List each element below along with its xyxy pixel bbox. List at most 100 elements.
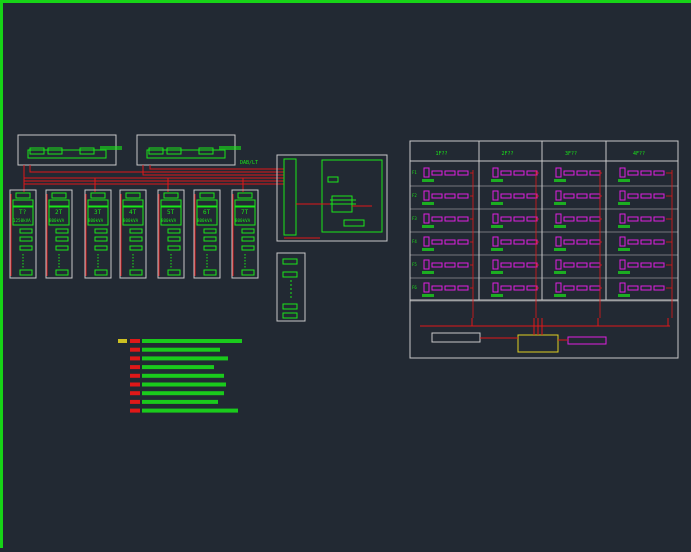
floor-column-header: 4F?? [633,151,645,157]
breaker-icon [423,213,430,224]
breaker-icon [203,228,217,234]
note-heading [118,339,127,343]
breaker-icon [19,245,33,251]
row-tag: F3 [412,216,417,221]
floor-distribution-box [422,190,473,205]
bus-label: DAB/LT [240,160,258,166]
transformer-icon [87,206,109,226]
floor-distribution-box [422,282,473,297]
breaker-icon [203,245,217,251]
note-bullet [130,356,140,361]
breaker-icon [129,236,143,242]
note-bullet [130,373,140,378]
breaker-icon [619,282,626,293]
breaker-icon [555,167,562,178]
transformer-icon [160,206,182,226]
breaker-icon [423,167,430,178]
breaker-icon [129,228,143,234]
transformer-icon [122,206,144,226]
note-bullet [130,408,140,413]
breaker-icon [423,236,430,247]
breaker-icon [241,236,255,242]
hv-incoming-panel-1 [17,134,122,166]
floor-column-header: 1F?? [436,151,448,157]
floor-distribution-box [491,259,539,274]
breaker-icon [241,228,255,234]
floor-distribution-box [618,282,672,297]
note-bullet [130,399,140,404]
floor-distribution-box [422,167,473,182]
breaker-icon [94,245,108,251]
breaker-icon [423,259,430,270]
breaker-icon [492,190,499,201]
breaker-icon [203,236,217,242]
note-text-line [142,382,226,387]
breaker-icon [492,167,499,178]
breaker-icon [619,259,626,270]
lv-cabinet: T?1250kVA [9,189,37,279]
breaker-icon [619,213,626,224]
floor-distribution-box [491,236,539,251]
floor-distribution-box [554,236,602,251]
transformer-icon [12,206,34,226]
note-text-line [142,347,220,352]
floor-distribution-box [554,167,602,182]
breaker-icon [619,167,626,178]
breaker-icon [19,236,33,242]
hv-incoming-panel-2 [136,134,241,166]
row-tag: F4 [412,239,417,244]
grid-feeder-section [420,318,670,353]
floor-distribution-box [422,213,473,228]
transformer-icon [48,206,70,226]
note-bullet [130,339,140,343]
drawing-notes [118,339,242,413]
note-text-line [142,373,224,378]
floor-distribution-box [491,167,539,182]
breaker-icon [55,245,69,251]
floor-distribution-box [618,236,672,251]
breaker-icon [167,228,181,234]
transformer-icon [234,206,256,226]
breaker-icon [167,245,181,251]
breaker-icon [492,213,499,224]
cabinet-rating: 800kVA [88,218,104,223]
note-bullet [130,391,140,396]
breaker-icon [55,228,69,234]
breaker-icon [555,282,562,293]
breaker-icon [423,190,430,201]
floor-distribution-box [618,213,672,228]
breaker-icon [555,236,562,247]
breaker-icon [492,259,499,270]
aux-panel [276,252,306,322]
floor-distribution-box [491,213,539,228]
breaker-icon [129,245,143,251]
row-tag: F6 [412,285,417,290]
floor-distribution-box [491,190,539,205]
floor-distribution-box [618,190,672,205]
floor-distribution-box [554,213,602,228]
hv-feeder-buses [23,165,284,192]
breaker-icon [94,228,108,234]
cabinet-tag: 4T [129,209,137,216]
breaker-icon [94,236,108,242]
breaker-icon [492,236,499,247]
note-bullet [130,365,140,370]
note-text-line [142,391,224,396]
row-tag: F5 [412,262,417,267]
cabinet-rating: 800kVA [123,218,139,223]
floor-distribution-box [554,190,602,205]
note-text-line [142,356,228,361]
viewport-left-border [0,0,3,548]
viewport-top-border [0,0,691,3]
note-text-line [142,339,242,343]
cabinet-tag: 6T [203,209,211,216]
note-text-line [142,399,218,404]
cabinet-rating: 800kVA [161,218,177,223]
cabinet-tag: 5T [167,209,175,216]
floor-column-header: 3F?? [565,151,577,157]
